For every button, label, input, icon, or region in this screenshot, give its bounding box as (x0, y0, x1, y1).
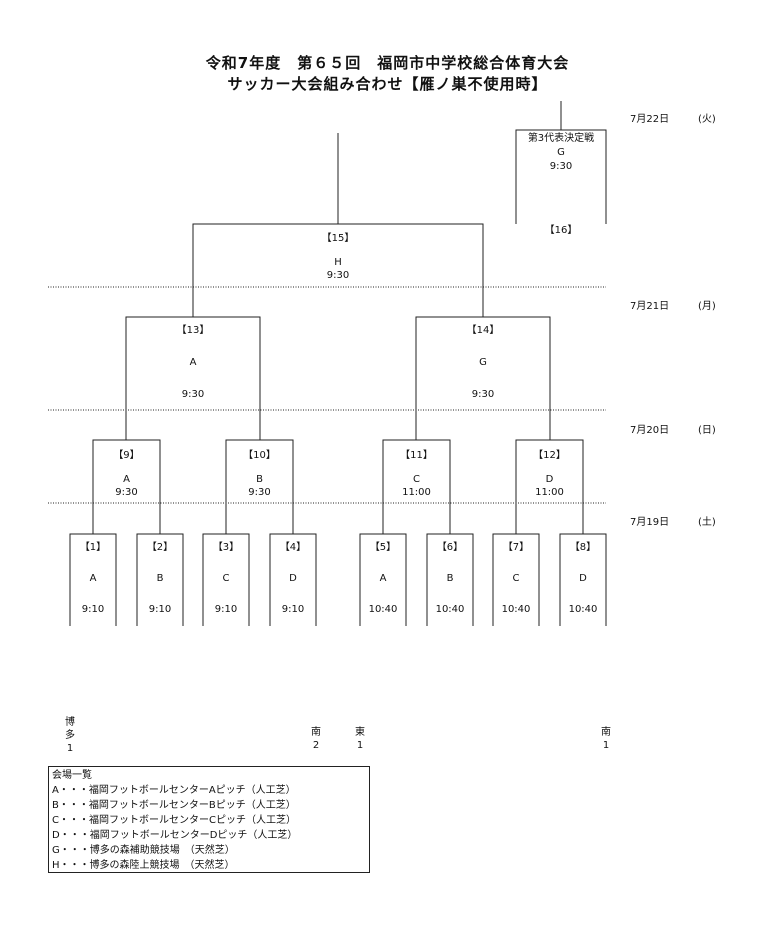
match-number: 【10】 (243, 450, 276, 461)
quarter-box (225, 439, 294, 534)
third-place-box (515, 129, 607, 224)
match-venue: D (579, 573, 587, 584)
venue-legend: 会場一覧 A・・・福岡フットボールセンターAピッチ（人工芝） B・・・福岡フット… (48, 766, 370, 873)
match-time: 9:30 (115, 487, 138, 498)
match-time: 9:30 (471, 389, 495, 400)
match-venue: A (123, 474, 130, 485)
date-label: 7月22日 (630, 114, 670, 125)
match-time: 9:10 (148, 604, 172, 615)
match-number: 【12】 (533, 450, 566, 461)
match-number: 【6】 (436, 542, 464, 553)
third-place-venue: G (557, 147, 565, 158)
r1-box (426, 533, 474, 626)
match-venue: H (334, 257, 342, 268)
semi-box (125, 316, 261, 440)
quarter-box (382, 439, 451, 534)
match-number: 【3】 (212, 542, 240, 553)
match-time: 9:30 (326, 270, 350, 281)
date-label: 7月19日 (630, 517, 670, 528)
legend-item: B・・・福岡フットボールセンターBピッチ（人工芝） (52, 800, 296, 811)
match-time: 10:40 (568, 604, 598, 615)
date-label: 7月21日 (630, 301, 670, 312)
match-number: 【11】 (400, 450, 433, 461)
legend-item: A・・・福岡フットボールセンターAピッチ（人工芝） (52, 785, 296, 796)
match-venue: C (222, 573, 230, 584)
r1-box (136, 533, 184, 626)
semi-box (415, 316, 551, 440)
match-number: 【5】 (369, 542, 397, 553)
match-venue: C (512, 573, 520, 584)
match-venue: D (545, 474, 554, 485)
match-venue: C (413, 474, 420, 485)
match-venue: D (289, 573, 297, 584)
legend-item: D・・・福岡フットボールセンターDピッチ（人工芝） (52, 830, 298, 841)
legend-title: 会場一覧 (52, 770, 92, 781)
third-place-title: 第3代表決定戦 (527, 133, 595, 144)
r1-box (559, 533, 607, 626)
r1-box (269, 533, 317, 626)
legend-item: C・・・福岡フットボールセンターCピッチ（人工芝） (52, 815, 296, 826)
r1-box (69, 533, 117, 626)
match-number: 【4】 (279, 542, 307, 553)
match-number: 【9】 (113, 450, 140, 461)
legend-item: H・・・博多の森陸上競技場 （天然芝） (52, 860, 235, 871)
match-venue: A (189, 357, 197, 368)
match-venue: A (379, 573, 387, 584)
r1-box (492, 533, 540, 626)
legend-item: G・・・博多の森補助競技場 （天然芝） (52, 845, 235, 856)
match-number: 【15】 (321, 233, 355, 244)
match-time: 9:30 (181, 389, 205, 400)
match-time: 9:10 (281, 604, 305, 615)
weekday-label: (火) (698, 114, 716, 125)
quarter-box (515, 439, 584, 534)
match-time: 10:40 (368, 604, 398, 615)
match-number: 【16】 (544, 225, 578, 236)
match-venue: G (479, 357, 487, 368)
match-number: 【2】 (146, 542, 174, 553)
match-time: 10:40 (501, 604, 531, 615)
match-number: 【8】 (569, 542, 597, 553)
match-number: 【7】 (502, 542, 530, 553)
match-time: 9:30 (248, 487, 271, 498)
weekday-label: (日) (698, 425, 716, 436)
match-venue: B (446, 573, 454, 584)
r1-box (202, 533, 250, 626)
match-number: 【13】 (176, 325, 210, 336)
final-box (192, 223, 484, 317)
page-title: 令和7年度 第６５回 福岡市中学校総合体育大会 (205, 54, 570, 72)
match-time: 9:10 (81, 604, 105, 615)
quarter-box (92, 439, 161, 534)
match-number: 【1】 (79, 542, 107, 553)
match-time: 9:10 (214, 604, 238, 615)
match-time: 10:40 (435, 604, 465, 615)
date-label: 7月20日 (630, 425, 670, 436)
page-subtitle: サッカー大会組み合わせ【雁ノ巣不使用時】 (227, 75, 548, 93)
third-place-time: 9:30 (549, 161, 573, 172)
weekday-label: (月) (698, 301, 716, 312)
weekday-label: (土) (698, 517, 716, 528)
match-venue: A (89, 573, 97, 584)
match-venue: B (156, 573, 164, 584)
match-time: 11:00 (535, 487, 564, 498)
match-time: 11:00 (402, 487, 431, 498)
match-venue: B (256, 474, 263, 485)
match-number: 【14】 (466, 325, 500, 336)
r1-box (359, 533, 407, 626)
